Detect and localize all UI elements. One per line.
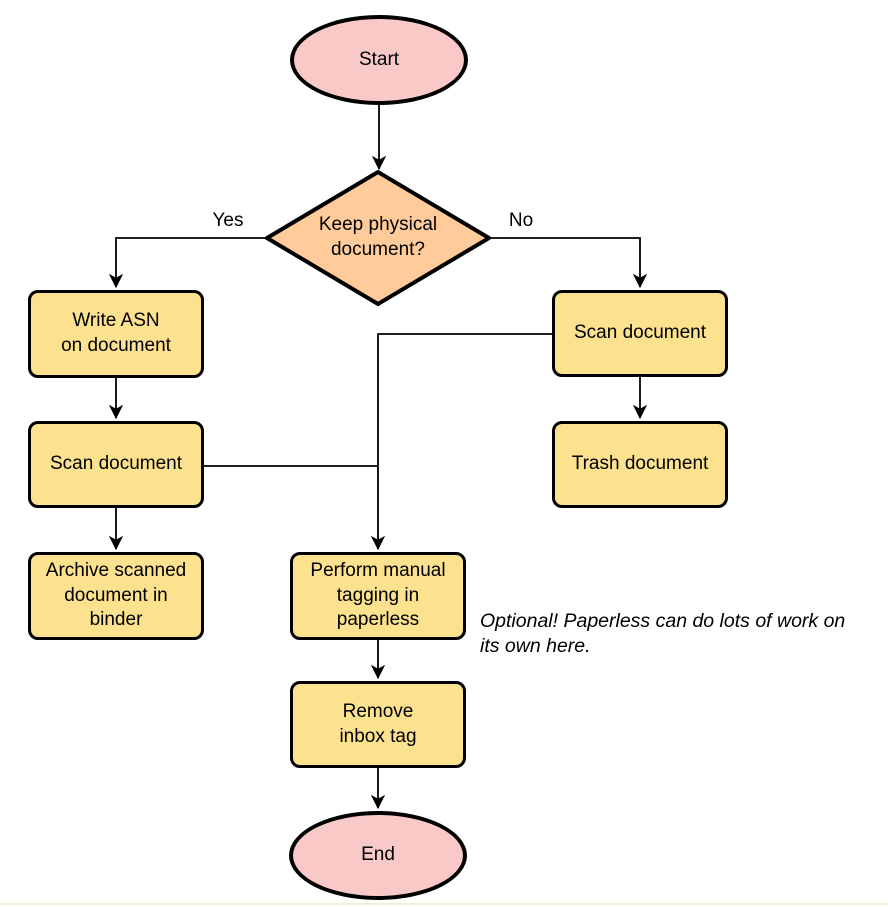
optional-annotation: Optional! Paperless can do lots of work … [480,609,846,657]
write-asn-node: Write ASN on document [28,290,204,378]
archive-document-node: Archive scanned document in binder [28,552,204,640]
edge-label-yes: Yes [212,210,244,231]
write-asn-node-label: Write ASN on document [61,310,171,356]
edge-scan-right-to-tagging [370,333,552,551]
manual-tagging-label: Perform manual tagging in paperless [310,559,446,631]
decision-node-label: Keep physical document? [318,214,438,260]
end-node: End [289,811,467,900]
edge-yes-to-write-asn [108,237,267,289]
decision-node-shape [265,170,491,306]
end-node-label: End [361,844,395,866]
scan-document-right-node: Scan document [552,290,728,377]
trash-document-node: Trash document [552,421,728,508]
edge-label-no: No [508,210,534,231]
scan-document-right-label: Scan document [573,322,707,344]
trash-document-label: Trash document [571,453,709,475]
edge-no-to-scan-right [489,237,648,289]
manual-tagging-node: Perform manual tagging in paperless [290,552,466,640]
remove-inbox-tag-node: Remove inbox tag [290,681,466,768]
start-node: Start [290,15,468,105]
scan-document-left-node: Scan document [28,421,204,508]
remove-inbox-tag-label: Remove inbox tag [339,700,417,747]
archive-document-label: Archive scanned document in binder [45,559,187,631]
scan-document-left-label: Scan document [49,453,183,475]
start-node-label: Start [358,48,400,70]
bottom-divider [0,903,888,905]
